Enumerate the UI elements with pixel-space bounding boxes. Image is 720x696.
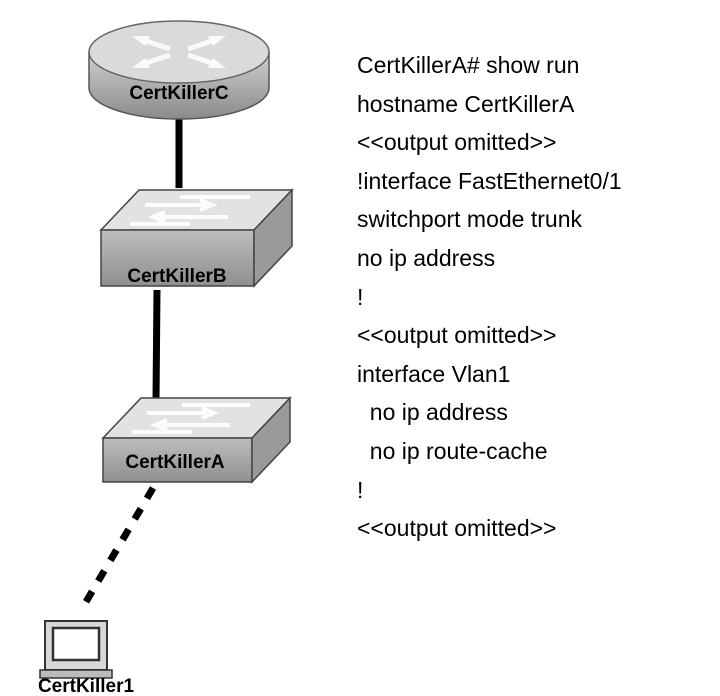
config-line: no ip address — [357, 399, 508, 426]
config-line: switchport mode trunk — [357, 206, 582, 233]
config-line: CertKillerA# show run — [357, 52, 580, 78]
switch-b-icon — [99, 188, 294, 288]
config-line: interface Vlan1 — [357, 360, 511, 387]
config-line: hostname CertKillerA — [357, 90, 575, 117]
link-switch-b-to-switch-a — [152, 289, 161, 401]
config-line: ! — [357, 476, 364, 503]
config-line: no ip route-cache — [357, 437, 548, 464]
config-line: <<output omitted>> — [357, 129, 557, 156]
config-line: ! — [357, 283, 364, 310]
pc-1-label: CertKiller1 — [38, 676, 135, 696]
switch-a-icon — [101, 396, 292, 484]
config-line: <<output omitted>> — [357, 322, 557, 349]
link-switch-a-to-pc-1-dotted — [76, 486, 157, 614]
config-line: <<output omitted>> — [357, 515, 557, 542]
switch-a-label: CertKillerA — [125, 452, 225, 473]
config-line: no ip address — [357, 244, 496, 271]
show-run-output: CertKillerA# show run hostname CertKiller… — [357, 46, 622, 548]
router-c-label: CertKillerC — [129, 83, 229, 104]
pc-1-icon — [39, 620, 113, 679]
router-c-icon — [88, 20, 270, 120]
config-line: !interface FastEthernet0/1 — [357, 167, 622, 194]
switch-b-label: CertKillerB — [127, 266, 226, 287]
